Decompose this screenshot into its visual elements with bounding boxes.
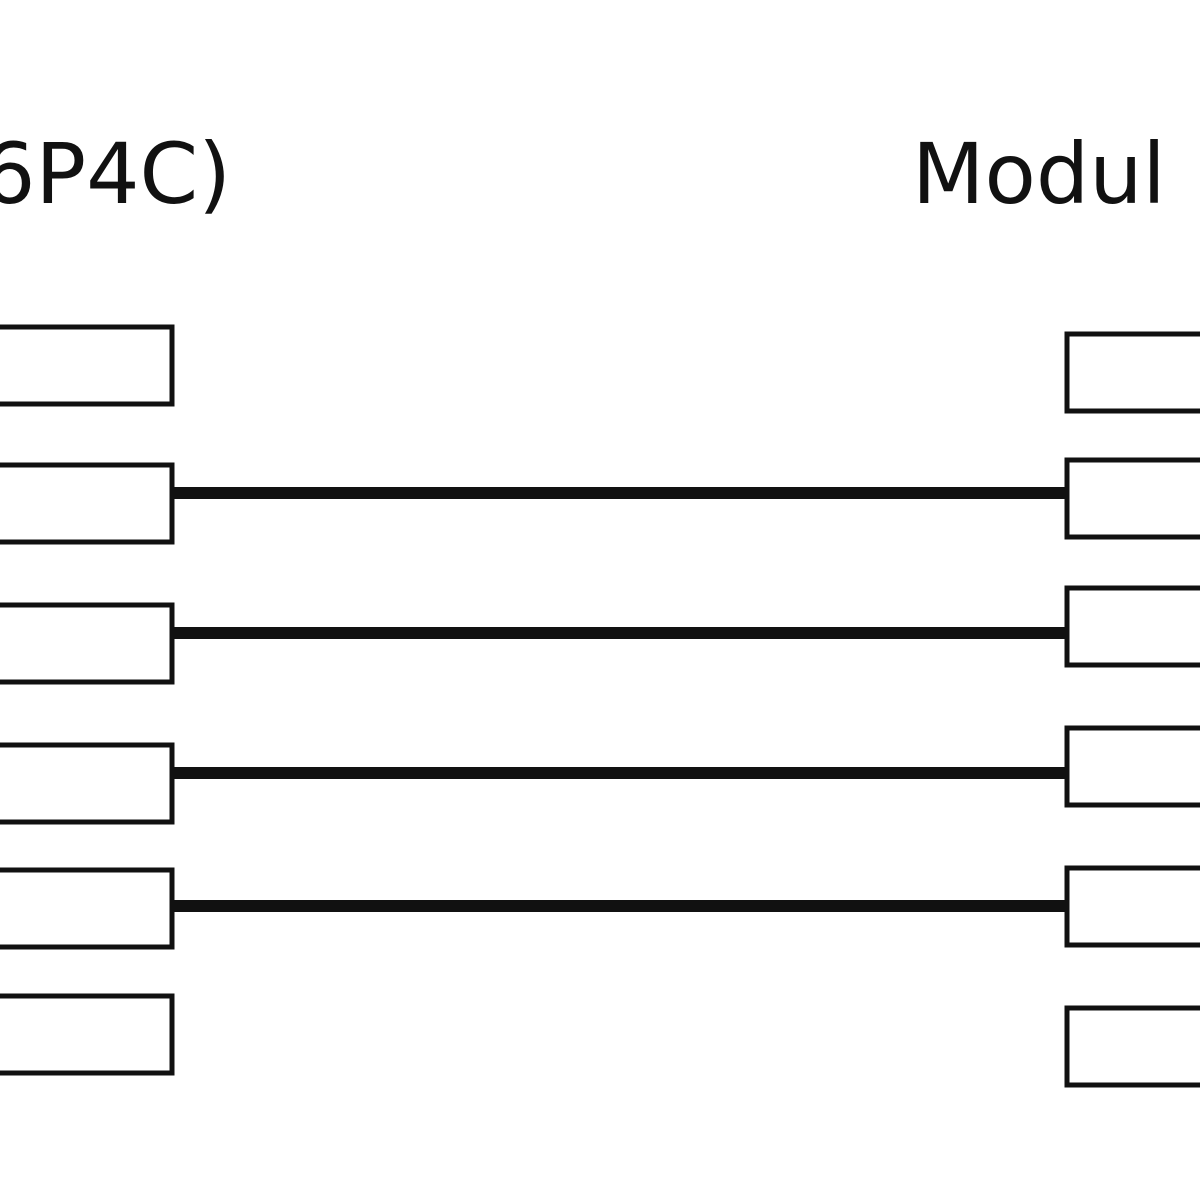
right-connector-pins [1064, 331, 1200, 1088]
left-connector-pins [0, 324, 175, 1076]
left-pin-6 [0, 993, 175, 1076]
right-connector-label: Modul [912, 125, 1166, 223]
right-pin-3 [1064, 585, 1200, 668]
left-pin-1 [0, 324, 175, 407]
right-pin-1 [1064, 331, 1200, 414]
left-pin-5 [0, 867, 175, 950]
wires-group [172, 487, 1067, 912]
left-pin-2 [0, 462, 175, 545]
left-pin-3 [0, 602, 175, 685]
left-pin-4 [0, 742, 175, 825]
left-connector-label: 6P4C) [0, 125, 231, 223]
right-pin-4 [1064, 725, 1200, 808]
right-pin-5 [1064, 865, 1200, 948]
right-pin-2 [1064, 457, 1200, 540]
right-pin-6 [1064, 1005, 1200, 1088]
